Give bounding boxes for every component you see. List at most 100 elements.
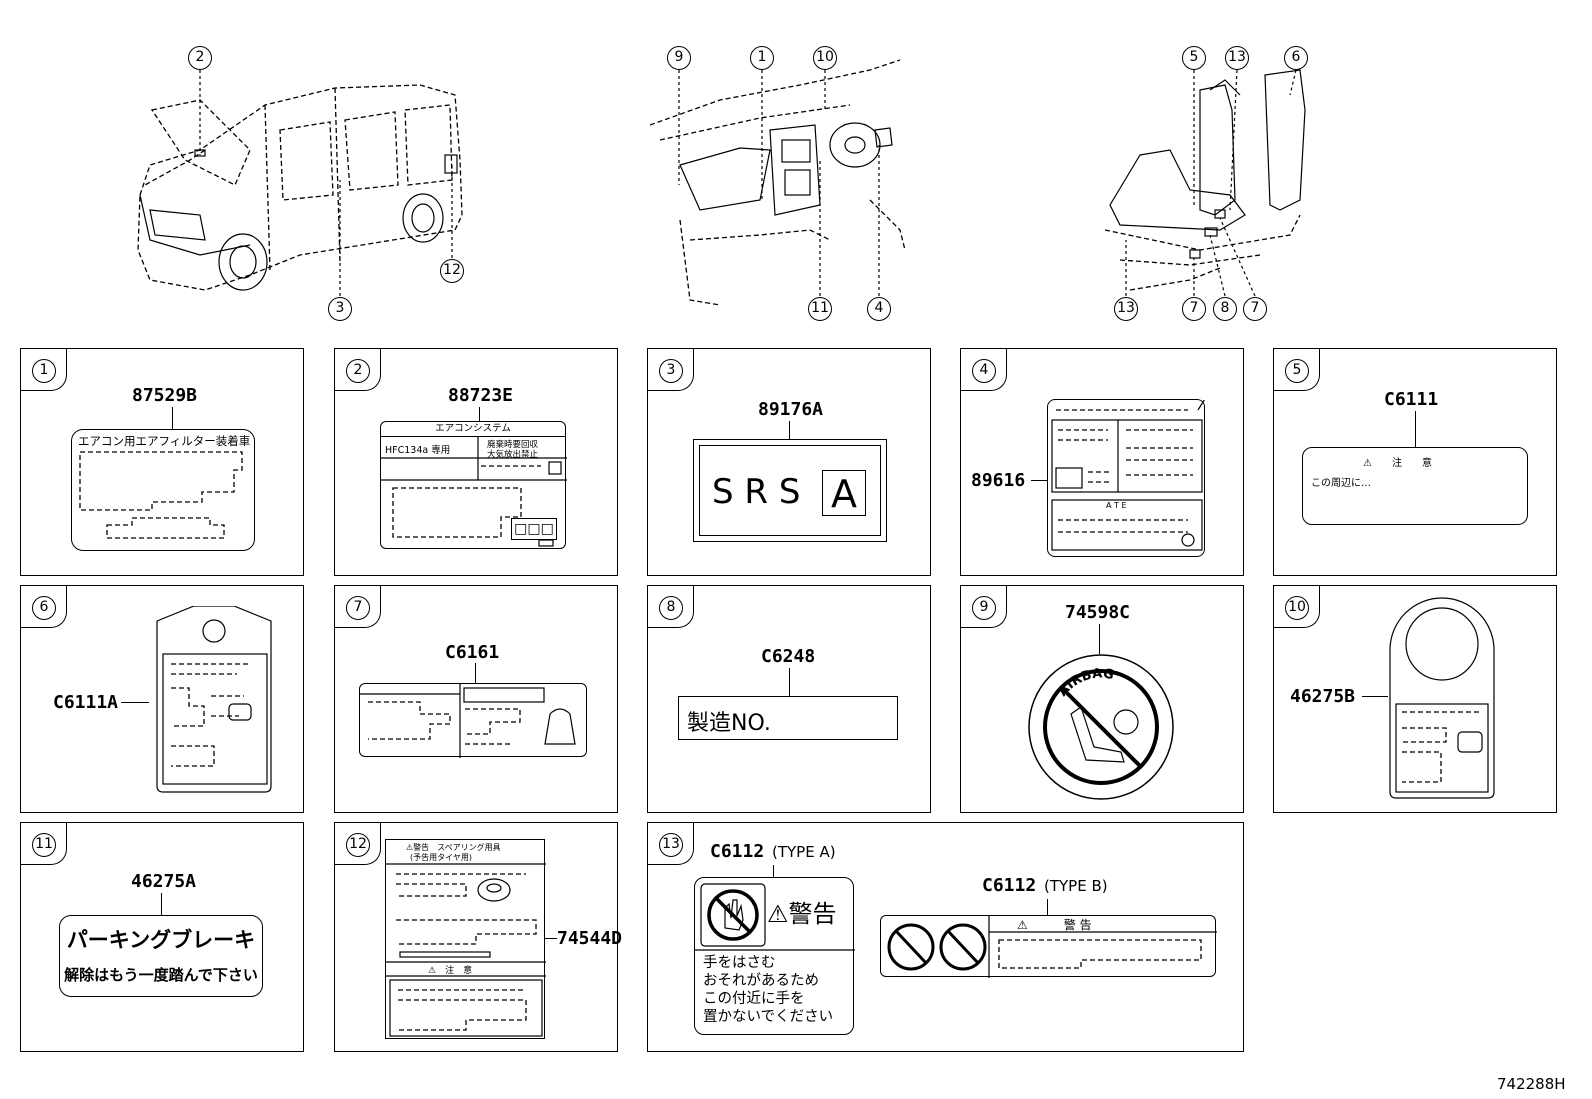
panel-index: 5 xyxy=(1285,359,1309,383)
panel-index: 3 xyxy=(659,359,683,383)
type-a-text-1: 手をはさむ xyxy=(703,955,776,971)
type-a-text-4: 置かないでください xyxy=(703,1009,834,1025)
panel-index: 1 xyxy=(32,359,56,383)
callout-12: 12 xyxy=(440,259,464,283)
tag-c6111a xyxy=(156,606,272,793)
panel-6: 6 C6111A xyxy=(20,585,304,813)
callout-1: 1 xyxy=(750,46,774,70)
panel-1: 1 87529B エアコン用エアフィルター装着車 xyxy=(20,348,304,576)
label-74544d: ⚠警告 スペアリング用具 (予告用タイヤ用) ⚠ 注 意 xyxy=(385,839,546,1039)
callout-leaders xyxy=(199,69,1297,297)
diagram-code: 742288H xyxy=(1497,1075,1566,1093)
panel-12: 12 ⚠警告 スペアリング用具 (予告用タイヤ用) ⚠ 注 意 74544D xyxy=(334,822,622,1052)
panel-index: 11 xyxy=(32,833,56,857)
hang-tag-46275b xyxy=(1389,597,1495,799)
label-88723e: エアコンシステム HFC134a 専用 廃棄時要回収 大気放出禁止 □□□ xyxy=(380,421,567,549)
seat-illustration xyxy=(1104,69,1306,291)
vehicle-exterior-illustration xyxy=(137,84,463,291)
part-number: 74598C xyxy=(1065,602,1131,623)
callout-7-left: 7 xyxy=(1182,297,1206,321)
label-small-text: A T E xyxy=(1106,501,1127,510)
part-number: C6161 xyxy=(445,642,500,663)
part-number: C6111A xyxy=(53,692,119,713)
panel-9: 9 74598C AIRBAG xyxy=(960,585,1244,813)
label-89176a: S R S A xyxy=(693,439,887,542)
label-boxed-letter: A xyxy=(822,470,866,516)
type-a-label: (TYPE A) xyxy=(772,843,836,861)
label-line-1: パーキングブレーキ xyxy=(66,928,256,952)
label-text: この周辺に… xyxy=(1311,478,1371,489)
part-number: 88723E xyxy=(448,385,514,406)
type-b-label: (TYPE B) xyxy=(1044,877,1108,895)
type-a-warning: ⚠警告 xyxy=(767,900,837,928)
label-46275a: パーキングブレーキ 解除はもう一度踏んで下さい xyxy=(59,915,263,997)
part-number: 87529B xyxy=(132,385,198,406)
callout-10: 10 xyxy=(813,46,837,70)
label-cell-b2: 大気放出禁止 xyxy=(487,450,539,460)
label-cell-a: HFC134a 専用 xyxy=(385,445,451,456)
panel-index: 2 xyxy=(346,359,370,383)
label-c6161 xyxy=(359,683,587,758)
label-text: 製造NO. xyxy=(687,711,771,736)
panel-index: 12 xyxy=(346,833,370,857)
label-cell-b1: 廃棄時要回収 xyxy=(487,440,539,450)
label-text: S R S xyxy=(712,472,801,512)
airbag-warning-sticker: AIRBAG xyxy=(1028,654,1174,800)
part-number: 46275A xyxy=(131,871,197,892)
panel-index: 10 xyxy=(1285,596,1309,620)
callout-9: 9 xyxy=(667,46,691,70)
panel-4: 4 89616 A T E xyxy=(960,348,1244,576)
label-line-2: 解除はもう一度踏んで下さい xyxy=(64,966,258,984)
type-a-text-3: この付近に手を xyxy=(703,991,805,1007)
part-number: 89176A xyxy=(758,399,824,420)
part-number: 74544D xyxy=(557,928,623,949)
overview-illustrations xyxy=(137,59,1306,306)
label-c6112-type-b: ⚠ 警 告 xyxy=(880,915,1217,978)
part-number: C6248 xyxy=(761,646,816,667)
panel-index: 4 xyxy=(972,359,996,383)
label-boxes: □□□ xyxy=(511,518,557,540)
callout-2: 2 xyxy=(188,46,212,70)
panel-3: 3 89176A S R S A xyxy=(647,348,931,576)
callout-6: 6 xyxy=(1284,46,1308,70)
panel-5: 5 C6111 ⚠ 注 意 この周辺に… xyxy=(1273,348,1557,576)
panel-11: 11 46275A パーキングブレーキ 解除はもう一度踏んで下さい xyxy=(20,822,304,1052)
panel-index: 6 xyxy=(32,596,56,620)
callout-7-right: 7 xyxy=(1243,297,1267,321)
callout-13-top: 13 xyxy=(1225,46,1249,70)
label-87529b: エアコン用エアフィルター装着車 xyxy=(71,429,255,551)
panel-2: 2 88723E エアコンシステム HFC134a 専用 廃棄時要回収 大気放出… xyxy=(334,348,618,576)
panel-10: 10 46275B xyxy=(1273,585,1557,813)
callout-13-bottom: 13 xyxy=(1114,297,1138,321)
panel-index: 8 xyxy=(659,596,683,620)
label-text: エアコン用エアフィルター装着車 xyxy=(78,434,251,448)
dashboard-illustration xyxy=(649,59,906,306)
label-c6112-type-a: ⚠警告 手をはさむ おそれがあるため この付近に手を 置かないでください xyxy=(694,877,855,1035)
panel-index: 13 xyxy=(659,833,683,857)
callout-3: 3 xyxy=(328,297,352,321)
callout-5: 5 xyxy=(1182,46,1206,70)
type-b-warning: ⚠ 警 告 xyxy=(1017,918,1092,932)
panel-13: 13 C6112 (TYPE A) ⚠警告 手をはさむ おそれがあるため この付… xyxy=(647,822,1244,1052)
label-c6111: ⚠ 注 意 この周辺に… xyxy=(1302,447,1528,525)
callout-8: 8 xyxy=(1213,297,1237,321)
callout-4: 4 xyxy=(867,297,891,321)
label-head-2: (予告用タイヤ用) xyxy=(410,853,473,862)
label-warning: ⚠ 注 意 xyxy=(1363,458,1432,469)
part-number-type-a: C6112 xyxy=(710,841,765,862)
callout-11: 11 xyxy=(808,297,832,321)
panel-7: 7 C6161 xyxy=(334,585,618,813)
panel-index: 9 xyxy=(972,596,996,620)
label-header: エアコンシステム xyxy=(381,422,565,437)
panel-index: 7 xyxy=(346,596,370,620)
type-a-text-2: おそれがあるため xyxy=(703,973,819,989)
part-number: C6111 xyxy=(1384,389,1439,410)
label-mid: ⚠ 注 意 xyxy=(428,966,473,976)
part-number-type-b: C6112 xyxy=(982,875,1037,896)
label-89616: A T E xyxy=(1047,399,1205,557)
label-head-1: ⚠警告 スペアリング用具 xyxy=(406,843,501,852)
label-c6248: 製造NO. xyxy=(678,696,898,740)
part-number: 46275B xyxy=(1290,686,1356,707)
panel-8: 8 C6248 製造NO. xyxy=(647,585,931,813)
part-number: 89616 xyxy=(971,470,1026,491)
